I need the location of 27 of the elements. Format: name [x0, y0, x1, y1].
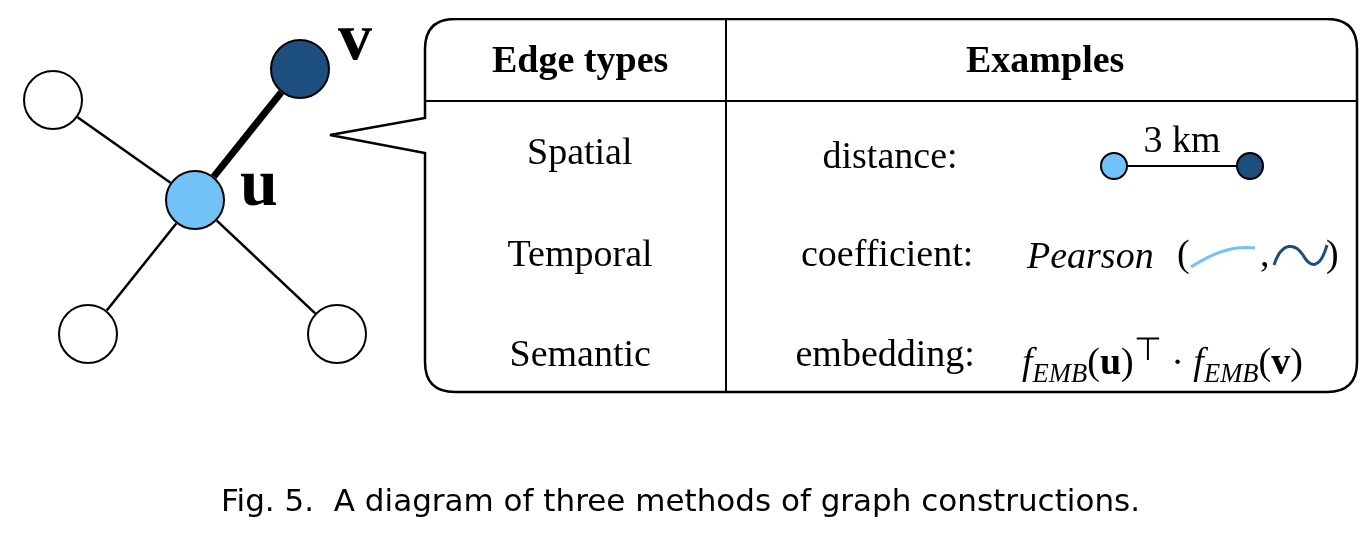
graph-edge [76, 116, 172, 184]
function-name: Pearson [1027, 236, 1154, 274]
comma: , [1260, 234, 1270, 272]
column-header: Edge types [492, 40, 669, 78]
highlighted-edge [211, 90, 284, 179]
figure-caption: Fig. 5. A diagram of three methods of graph constructions. [219, 482, 1142, 518]
distance-value: 3 km [1143, 120, 1221, 158]
graph-node-circle [307, 304, 367, 364]
example-text: coefficient: [801, 234, 974, 272]
node-name: v [338, 2, 372, 70]
edge-type: Temporal [507, 234, 653, 272]
graph-node-circle [58, 304, 118, 364]
formula: f$_{EMB}$(u)$^{⊤}$ · f$_{EMB}$(v) [1022, 334, 1303, 387]
column-header: Examples [966, 40, 1125, 78]
example-text: distance: [822, 136, 958, 174]
graph-node-circle [165, 170, 225, 230]
parenthesis: ( [1177, 234, 1190, 272]
edge-type: Spatial [527, 132, 633, 170]
graph-edge [105, 222, 178, 312]
graph-node-circle [270, 39, 330, 99]
node-name: u [240, 148, 278, 216]
example-text: embedding: [795, 334, 975, 372]
callout-panel [328, 18, 1359, 394]
parenthesis: ) [1326, 234, 1339, 272]
graph-edge [215, 219, 317, 315]
graph-node-circle [23, 70, 83, 130]
edge-type: Semantic [509, 334, 651, 372]
